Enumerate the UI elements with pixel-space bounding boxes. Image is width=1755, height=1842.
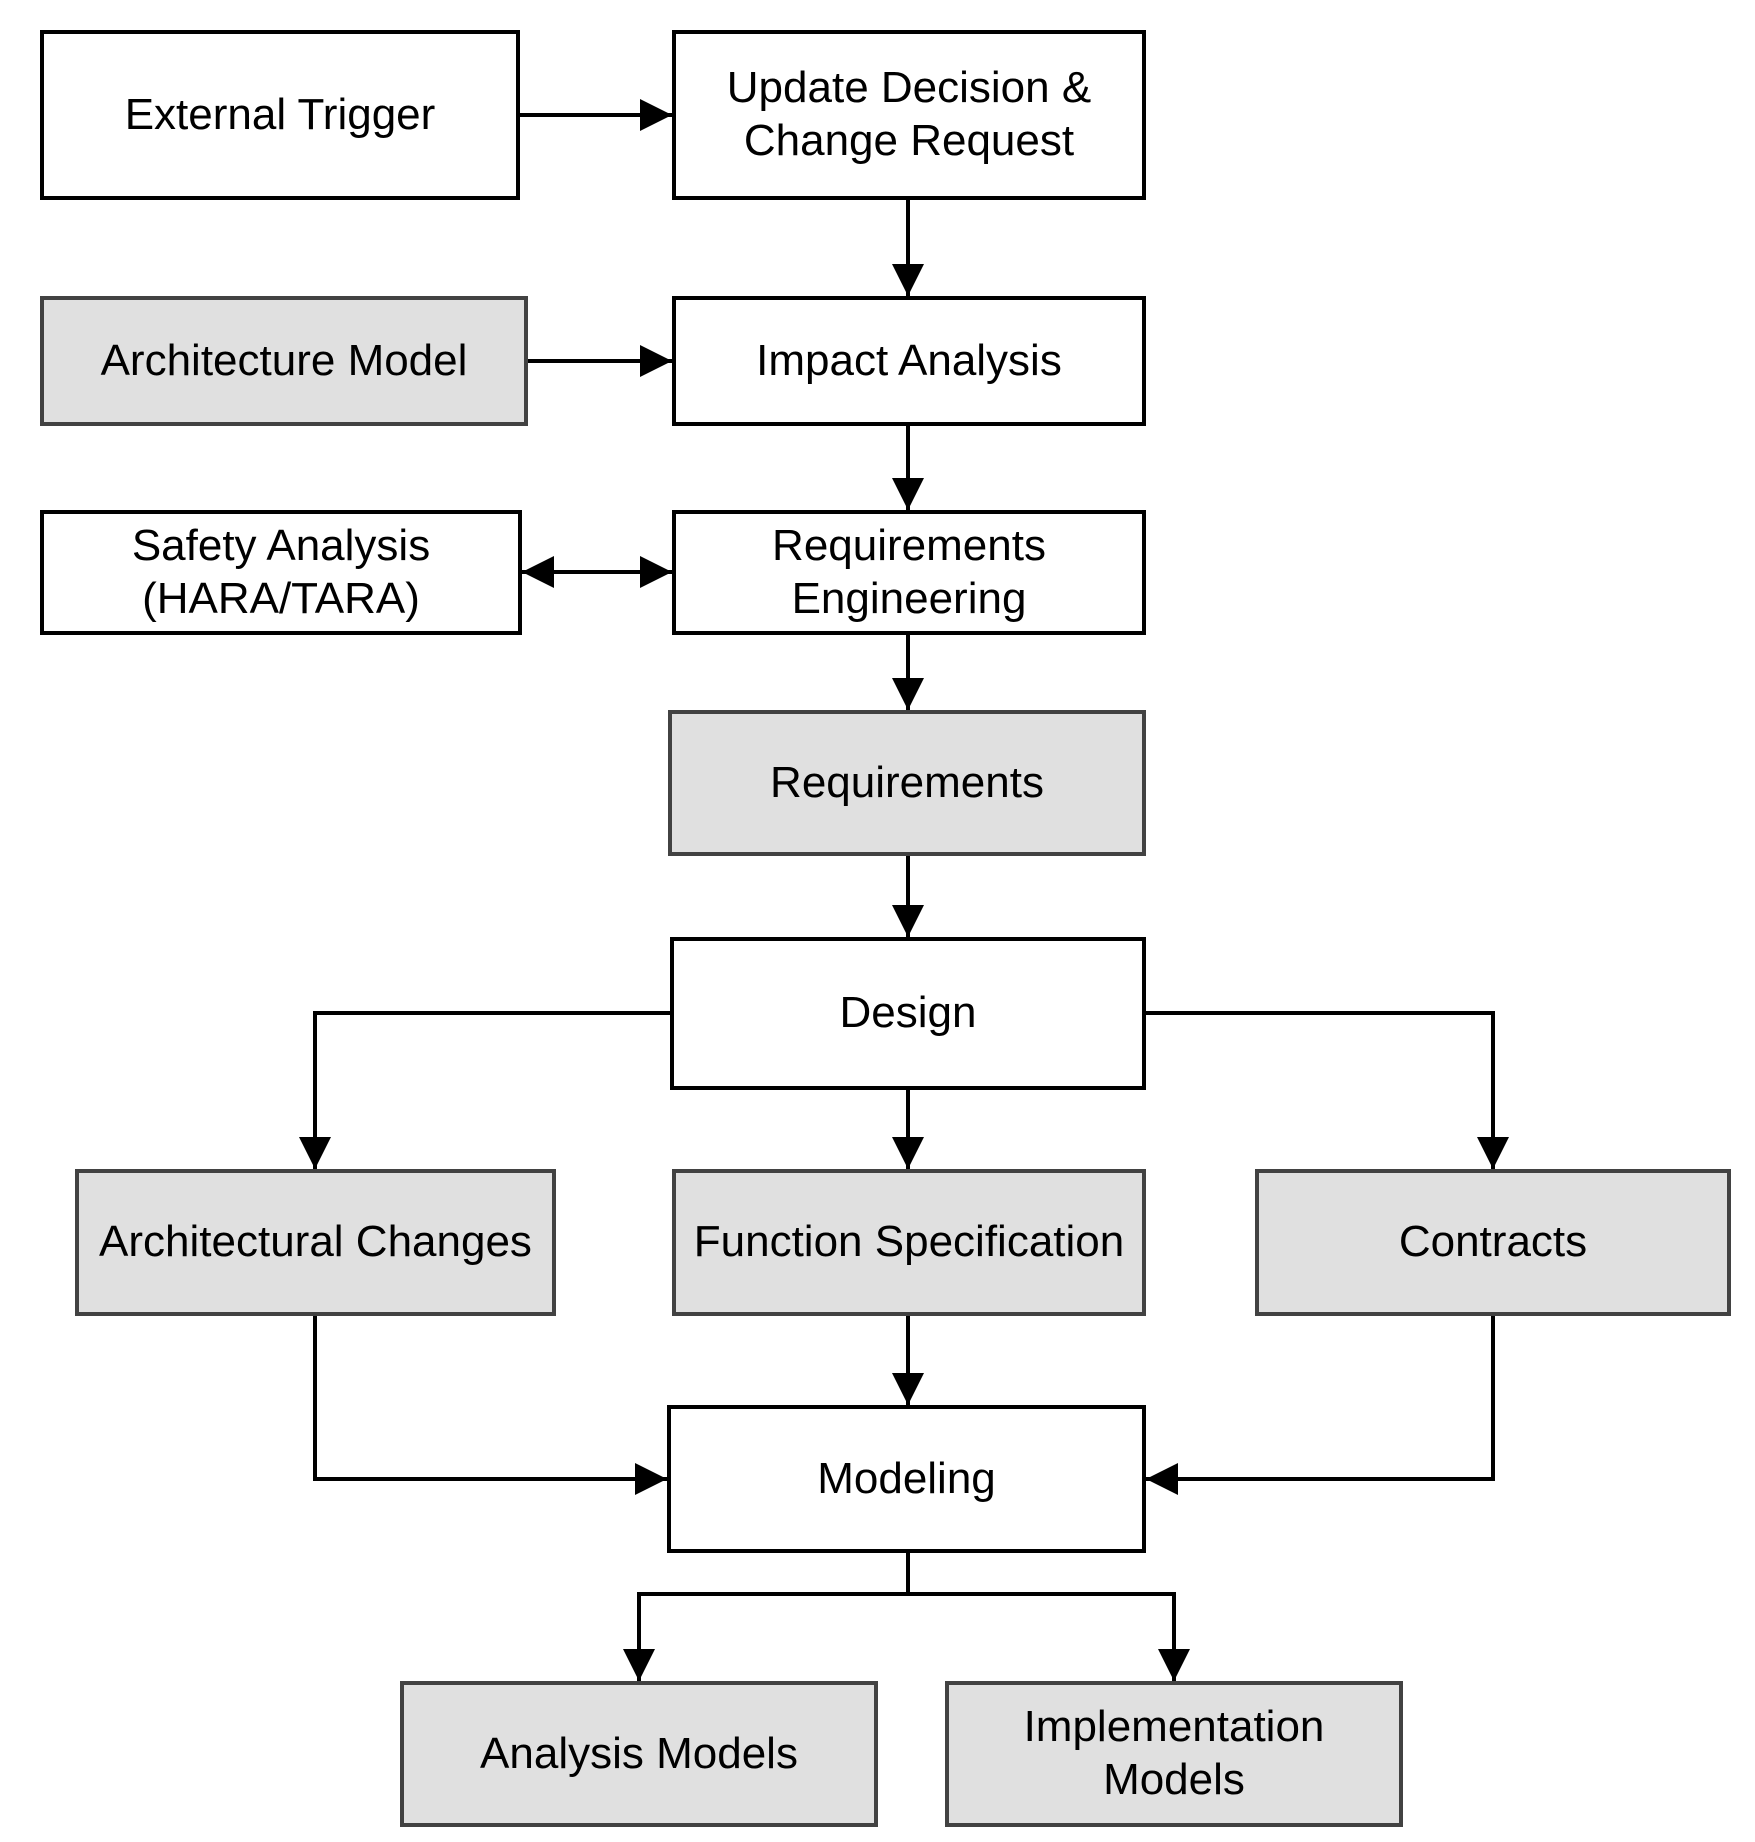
node-external-trigger: External Trigger xyxy=(40,30,520,200)
edge-design-to-architectural-changes xyxy=(299,1011,670,1169)
node-requirements: Requirements xyxy=(668,710,1146,856)
node-label-analysis-models: Analysis Models xyxy=(480,1728,798,1778)
node-label-contracts: Contracts xyxy=(1398,1217,1588,1267)
node-implementation-models: Implementation Models xyxy=(945,1681,1403,1827)
node-analysis-models: Analysis Models xyxy=(400,1681,878,1827)
node-label-external-trigger: External Trigger xyxy=(124,89,436,139)
node-label-modeling: Modeling xyxy=(817,1453,996,1503)
edge-design-to-contracts xyxy=(1146,1011,1509,1169)
node-impact-analysis: Impact Analysis xyxy=(672,296,1146,426)
node-modeling: Modeling xyxy=(667,1405,1146,1553)
node-label-implementation-models: Implementation Models xyxy=(1023,1702,1325,1804)
node-requirements-engineering: Requirements Engineering xyxy=(672,510,1146,635)
edge-contracts-to-modeling xyxy=(1146,1316,1495,1495)
node-label-architectural-changes: Architectural Changes xyxy=(99,1217,532,1267)
node-architectural-changes: Architectural Changes xyxy=(75,1169,556,1316)
node-architecture-model: Architecture Model xyxy=(40,296,528,426)
edge-architectural-changes-to-modeling xyxy=(313,1316,667,1495)
node-label-update-decision-change-request: Update Decision & Change Request xyxy=(726,63,1092,165)
edge-modeling-to-analysis-and-implementation xyxy=(623,1592,1190,1681)
node-label-architecture-model: Architecture Model xyxy=(100,335,468,385)
node-contracts: Contracts xyxy=(1255,1169,1731,1316)
node-design: Design xyxy=(670,937,1146,1090)
node-label-design: Design xyxy=(839,988,977,1038)
node-label-safety-analysis: Safety Analysis (HARA/TARA) xyxy=(131,520,431,623)
node-update-decision-change-request: Update Decision & Change Request xyxy=(672,30,1146,200)
node-safety-analysis: Safety Analysis (HARA/TARA) xyxy=(40,510,522,635)
node-label-function-specification: Function Specification xyxy=(693,1217,1125,1267)
node-label-requirements-engineering: Requirements Engineering xyxy=(772,520,1046,623)
node-label-impact-analysis: Impact Analysis xyxy=(756,335,1062,385)
node-function-specification: Function Specification xyxy=(672,1169,1146,1316)
node-label-requirements: Requirements xyxy=(770,757,1044,807)
